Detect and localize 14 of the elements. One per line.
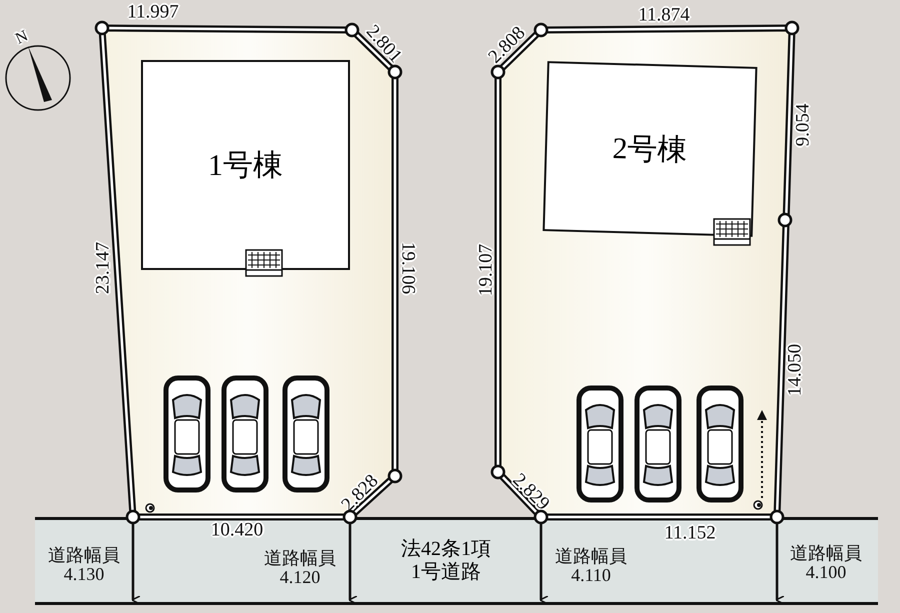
dimension-label: 19.107 xyxy=(476,244,496,296)
dimension-label: 19.106 xyxy=(398,242,418,294)
north-label: N xyxy=(13,28,31,48)
road-width-label: 道路幅員 4.130 xyxy=(47,546,121,584)
road-width-label: 道路幅員 4.120 xyxy=(263,549,337,587)
dimension-label: 10.420 xyxy=(210,520,264,540)
road-width-label: 道路幅員 4.110 xyxy=(554,547,628,585)
dimension-label: 11.152 xyxy=(664,524,716,542)
dimension-label: 9.054 xyxy=(794,104,812,146)
road-name-label: 法42条1項 1号道路 xyxy=(400,538,492,584)
dimension-label: 11.874 xyxy=(638,6,690,24)
road-band xyxy=(35,517,878,605)
dimension-label: 11.997 xyxy=(127,2,179,22)
road-width-label: 道路幅員 4.100 xyxy=(789,544,863,582)
